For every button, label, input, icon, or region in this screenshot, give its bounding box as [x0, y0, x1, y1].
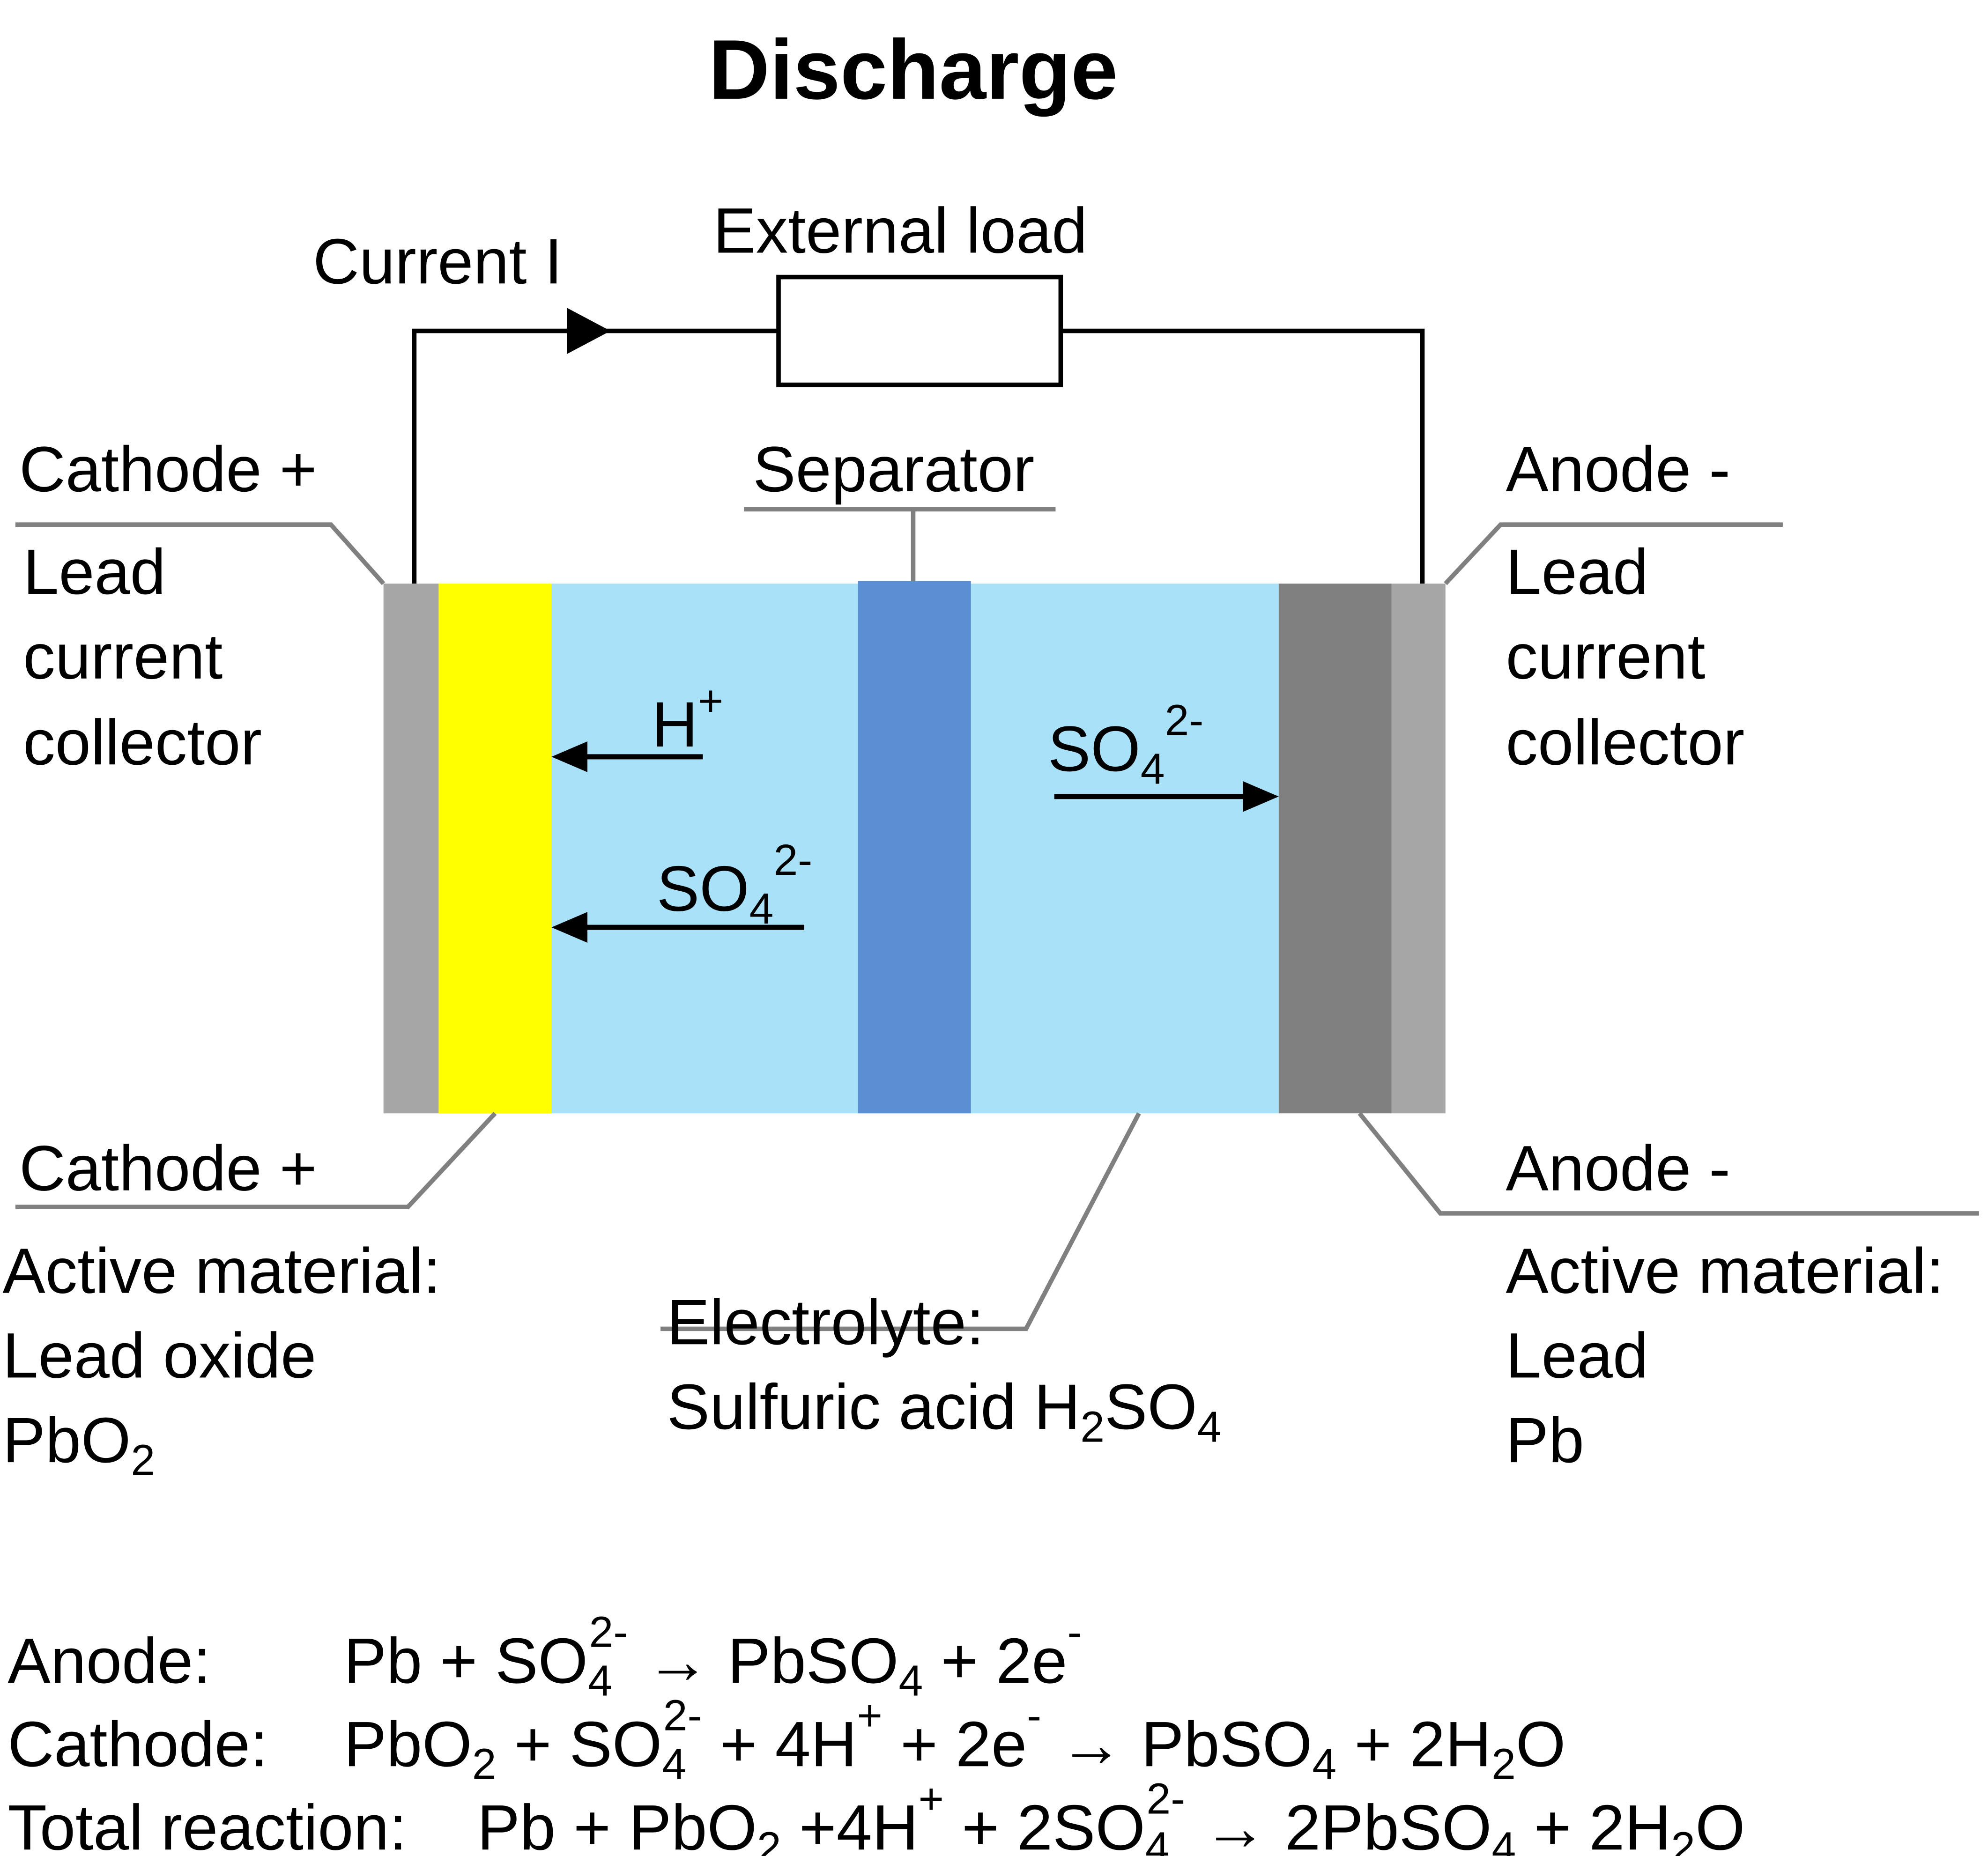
equation-cathode: PbO2 + SO42- + 4H+ + 2e- → PbSO4 + 2H2O — [344, 1691, 1566, 1789]
cathode-active-line-2: Lead oxide — [2, 1320, 316, 1391]
equation-anode-label: Anode: — [7, 1625, 211, 1697]
h-plus-label: H+ — [652, 676, 723, 761]
anode-active-line-2: Lead — [1506, 1320, 1648, 1391]
anode-current-collector — [1391, 584, 1446, 1114]
battery-cell — [383, 581, 1446, 1114]
reaction-equations: Anode: Pb + SO42- → PbSO4 + 2e- Cathode:… — [7, 1608, 1745, 1856]
external-load-label: External load — [713, 195, 1087, 267]
leader-anode-collector — [1444, 522, 1783, 585]
anode-bottom-heading: Anode - — [1506, 1133, 1730, 1205]
cathode-collector-line-1: Lead — [23, 536, 166, 608]
anode-active-line-3: Pb — [1506, 1405, 1584, 1476]
equation-cathode-label: Cathode: — [7, 1708, 268, 1780]
leader-cathode-collector — [15, 522, 386, 585]
anode-collector-line-3: collector — [1506, 707, 1744, 778]
anode-collector-line-1: Lead — [1506, 536, 1648, 608]
anode-active-line-1: Active material: — [1506, 1235, 1944, 1307]
electrolyte-body: Sulfuric acid H2SO4 — [667, 1371, 1222, 1451]
cathode-active-material — [438, 584, 552, 1114]
external-circuit: Current I External load — [313, 195, 1425, 584]
cathode-top-heading: Cathode + — [19, 434, 317, 505]
anode-top-heading: Anode - — [1506, 434, 1730, 505]
anode-active-material — [1278, 584, 1392, 1114]
cathode-bottom-heading: Cathode + — [19, 1133, 317, 1205]
leader-anode-active — [1357, 1112, 1979, 1216]
separator-label: Separator — [753, 434, 1034, 505]
equation-anode: Pb + SO42- → PbSO4 + 2e- — [344, 1608, 1082, 1705]
external-load-resistor — [776, 274, 1063, 387]
cathode-active-line-1: Active material: — [2, 1235, 441, 1307]
cathode-current-collector — [383, 584, 439, 1114]
separator — [858, 581, 971, 1114]
anode-collector-line-2: current — [1506, 621, 1705, 693]
cathode-collector-line-3: collector — [23, 707, 262, 778]
leader-electrolyte — [660, 1112, 1141, 1331]
ion-sulfate-left: SO42- — [551, 836, 812, 943]
current-label: Current I — [313, 226, 563, 297]
circuit-wire-left — [412, 328, 779, 584]
cathode-active-line-3: PbO2 — [2, 1405, 155, 1484]
ion-h-plus: H+ — [551, 676, 723, 772]
sulfate-right-label: SO42- — [1048, 695, 1203, 793]
diagram-title: Discharge — [709, 22, 1118, 117]
ion-sulfate-right: SO42- — [1048, 695, 1279, 812]
sulfate-right-arrow-head-icon — [1243, 781, 1279, 812]
cathode-collector-line-2: current — [23, 621, 223, 693]
current-direction-arrow-icon — [567, 308, 611, 354]
h-plus-arrow-head-icon — [551, 741, 588, 772]
sulfate-left-arrow-head-icon — [551, 912, 588, 943]
equation-total-label: Total reaction: — [7, 1792, 407, 1856]
leader-cathode-active — [15, 1111, 497, 1209]
circuit-wire-right — [1061, 328, 1425, 584]
equation-total: Pb + PbO2 +4H+ + 2SO42- → 2PbSO4 + 2H2O — [477, 1775, 1745, 1856]
electrolyte-heading: Electrolyte: — [667, 1287, 984, 1358]
sulfate-left-label: SO42- — [657, 836, 812, 933]
